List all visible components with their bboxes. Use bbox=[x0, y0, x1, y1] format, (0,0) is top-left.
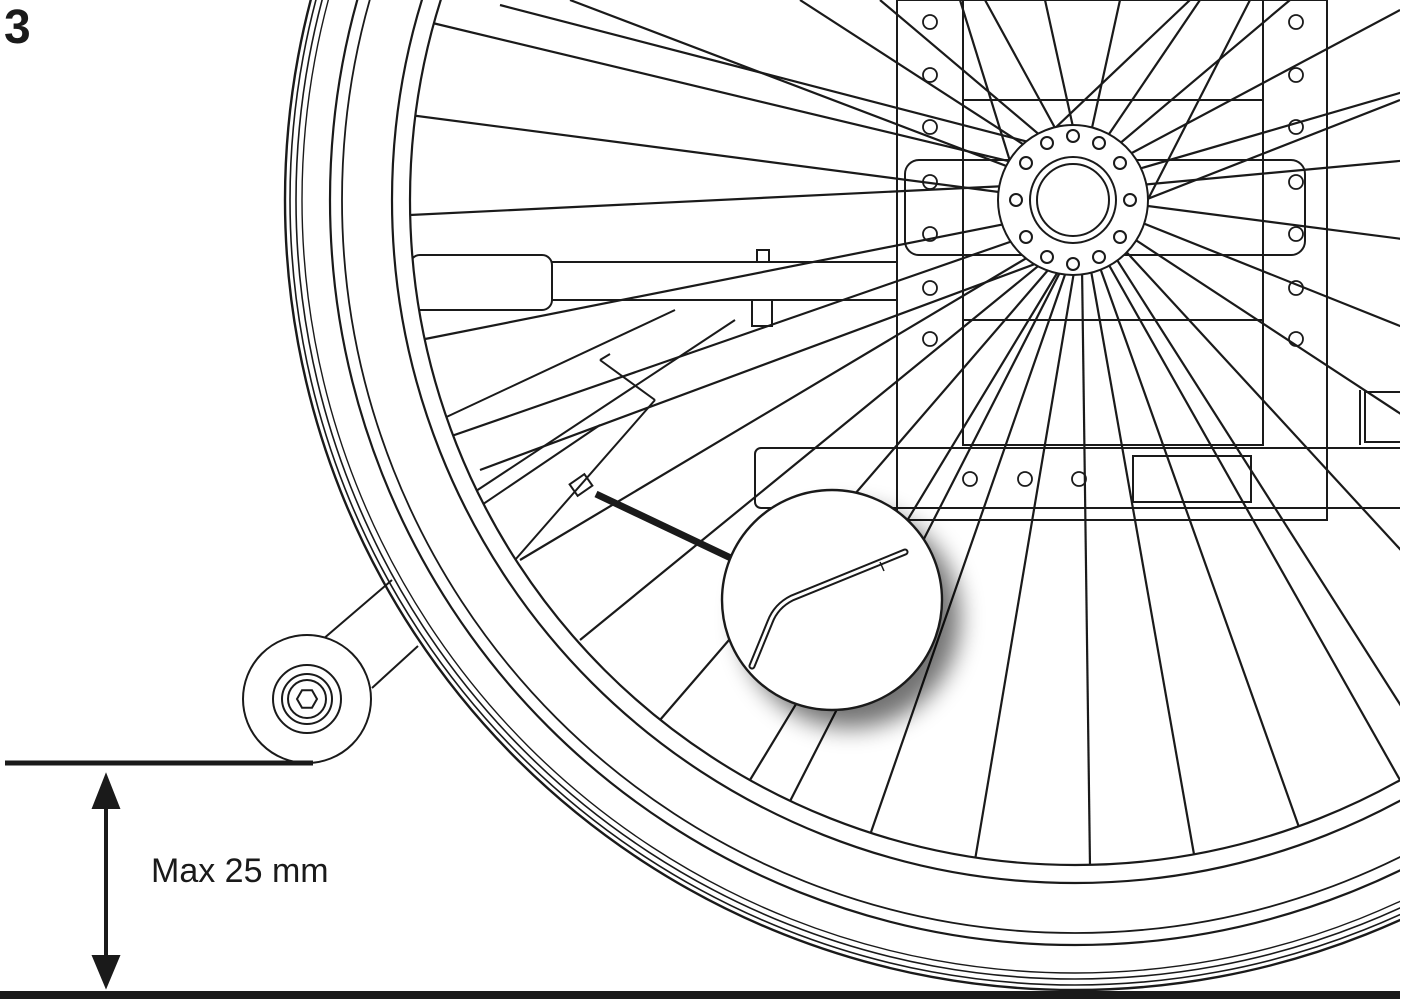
frame-holes bbox=[922, 14, 1304, 487]
wheel-spokes bbox=[410, 0, 1400, 865]
frame-bolt bbox=[751, 299, 773, 327]
hub-axle bbox=[1036, 163, 1110, 237]
double-arrow-icon bbox=[91, 772, 121, 990]
hex-bolt bbox=[295, 689, 319, 709]
step-number: 3 bbox=[4, 1, 31, 54]
handrim bbox=[329, 0, 1400, 946]
anti-tip-arm bbox=[321, 579, 419, 689]
leader-line bbox=[594, 490, 737, 564]
wheel-rim bbox=[391, 0, 1400, 884]
anti-tip-caster-icon bbox=[242, 634, 372, 764]
tire-outer bbox=[284, 0, 1400, 991]
adjuster-pin bbox=[568, 472, 594, 498]
frame-side-plate bbox=[896, 0, 1328, 521]
wheel-hub bbox=[997, 124, 1149, 276]
magnifier-circle bbox=[720, 488, 944, 712]
dimension-label: Max 25 mm bbox=[151, 852, 329, 890]
detail-magnifier-icon bbox=[720, 488, 960, 728]
rear-wheel-icon bbox=[284, 0, 1400, 991]
arrow-head-down bbox=[91, 955, 121, 990]
frame-inner-plate bbox=[962, 0, 1264, 446]
arrow-head-up bbox=[91, 772, 121, 809]
frame-tube bbox=[410, 254, 553, 311]
cross-tube-slot bbox=[1132, 455, 1252, 503]
